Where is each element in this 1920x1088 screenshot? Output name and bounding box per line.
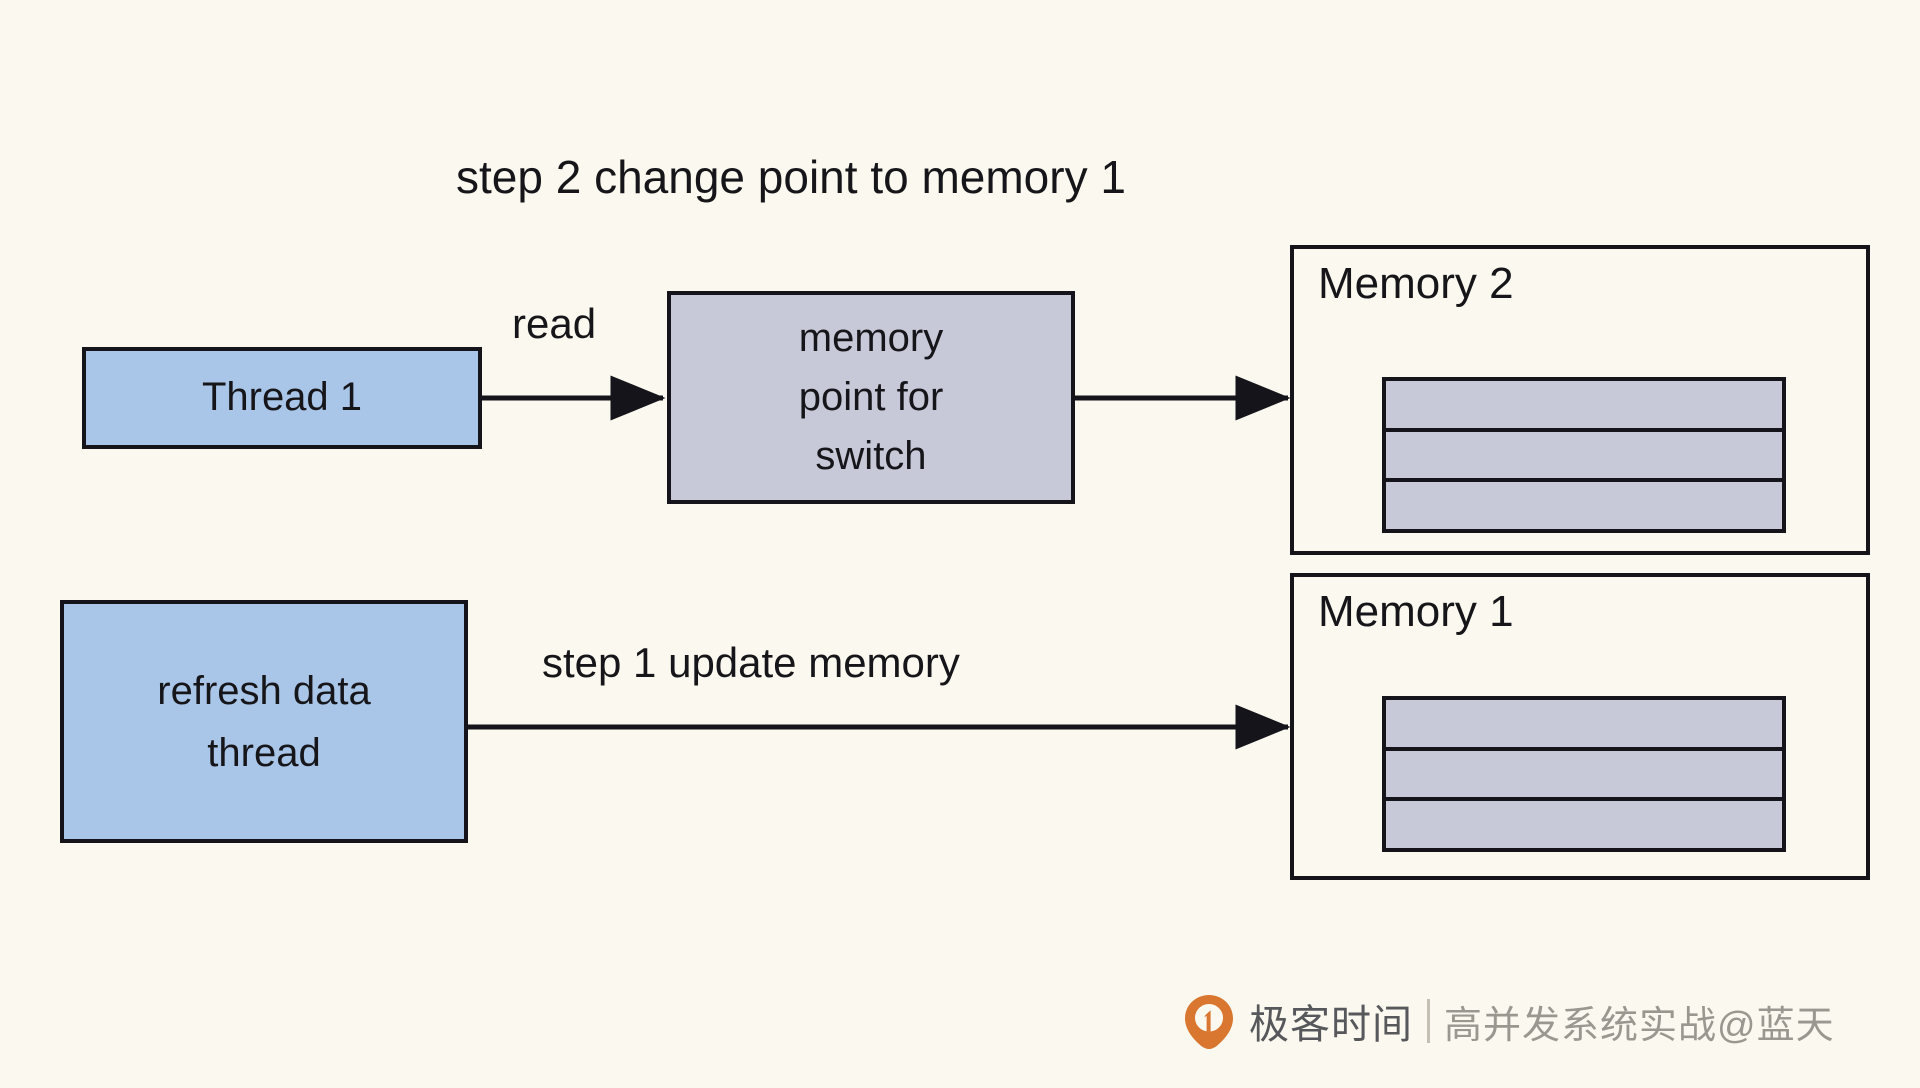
- memory1-slot-row: [1386, 801, 1782, 848]
- footer-watermark: 极客时间 高并发系统实战@蓝天: [1183, 992, 1835, 1050]
- memory2-slot-table: [1382, 377, 1786, 533]
- node-memory2-title: Memory 2: [1318, 259, 1514, 308]
- node-memory-pointer-line1: memory: [798, 315, 944, 360]
- node-refresh-data-thread-line1: refresh data: [157, 668, 371, 713]
- footer-course: 高并发系统实战@蓝天: [1444, 1004, 1835, 1047]
- node-thread1[interactable]: Thread 1: [82, 347, 482, 449]
- edge-label-step1-update-memory: step 1 update memory: [542, 639, 960, 686]
- memory1-slot-row: [1386, 751, 1782, 802]
- edge-label-read: read: [512, 300, 597, 347]
- memory2-slot-row: [1386, 381, 1782, 432]
- memory2-slot-row: [1386, 432, 1782, 483]
- memory1-slot-row: [1386, 700, 1782, 751]
- node-memory-pointer-line2: point for: [798, 374, 944, 419]
- node-thread1-label: Thread 1: [201, 375, 363, 420]
- node-refresh-data-thread[interactable]: refresh data thread: [60, 600, 468, 843]
- memory1-slot-table: [1382, 696, 1786, 852]
- memory2-slot-row: [1386, 482, 1782, 529]
- node-memory2[interactable]: Memory 2: [1290, 245, 1870, 555]
- node-memory1-title: Memory 1: [1318, 587, 1514, 636]
- node-memory-pointer[interactable]: memory point for switch: [667, 291, 1075, 504]
- node-memory-pointer-line3: switch: [815, 434, 927, 479]
- node-memory1[interactable]: Memory 1: [1290, 573, 1870, 880]
- node-refresh-data-thread-line2: thread: [207, 730, 321, 775]
- diagram-title: step 2 change point to memory 1: [456, 151, 1126, 203]
- geek-time-logo-icon: [1185, 995, 1233, 1049]
- footer-brand: 极客时间: [1249, 1003, 1413, 1047]
- footer-divider: [1427, 999, 1430, 1043]
